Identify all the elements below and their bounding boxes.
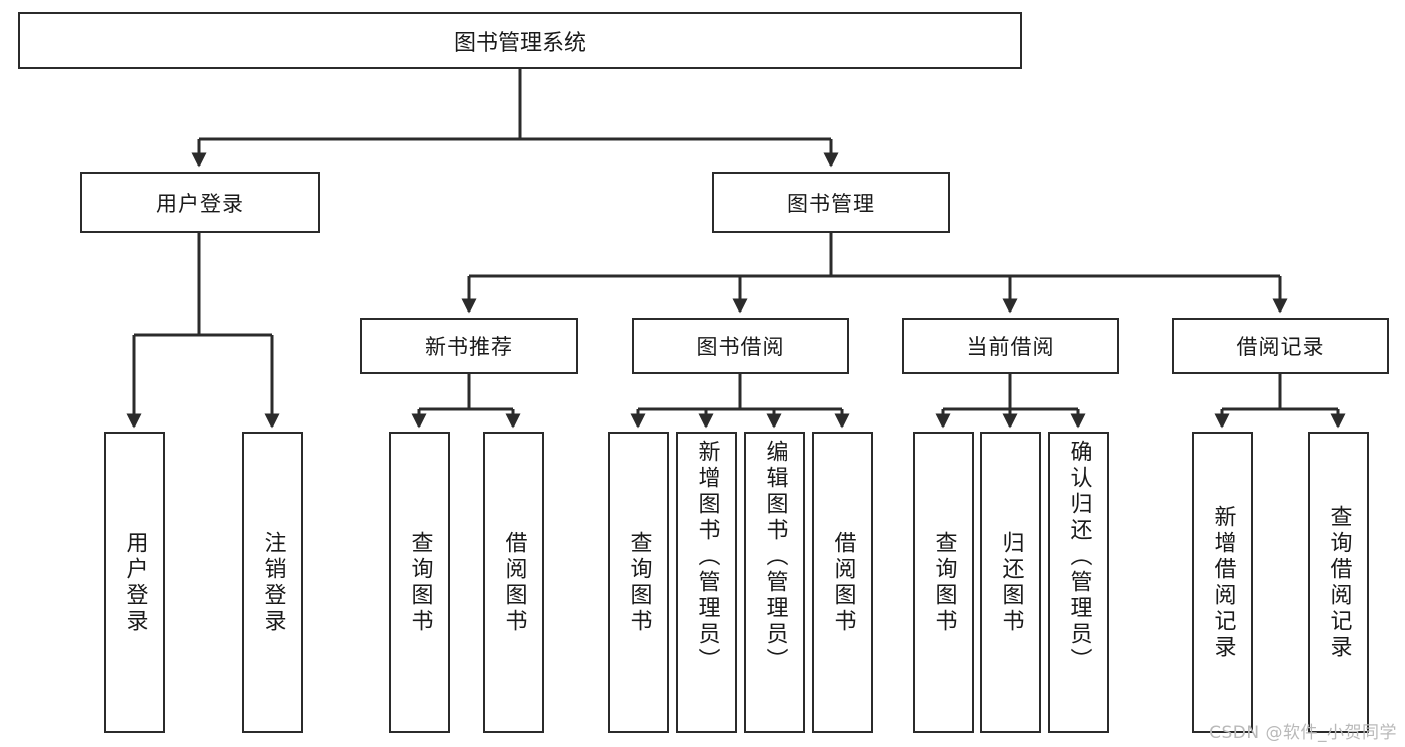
leaf-records-query-record[interactable]: 查询借阅记录 (1308, 432, 1369, 733)
leaf-current-query-book[interactable]: 查询图书 (913, 432, 974, 733)
leaf-borrow-query-book[interactable]: 查询图书 (608, 432, 669, 733)
node-current-borrow[interactable]: 当前借阅 (902, 318, 1119, 374)
node-book-borrow[interactable]: 图书借阅 (632, 318, 849, 374)
leaf-recommend-query-book[interactable]: 查询图书 (389, 432, 450, 733)
leaf-borrow-add-book-admin[interactable]: 新增图书（管理员） (676, 432, 737, 733)
leaf-borrow-borrow-book[interactable]: 借阅图书 (812, 432, 873, 733)
node-root-system[interactable]: 图书管理系统 (18, 12, 1022, 69)
node-user-login[interactable]: 用户登录 (80, 172, 320, 233)
node-new-book-recommend[interactable]: 新书推荐 (360, 318, 578, 374)
leaf-current-confirm-return-admin[interactable]: 确认归还（管理员） (1048, 432, 1109, 733)
leaf-records-add-record[interactable]: 新增借阅记录 (1192, 432, 1253, 733)
leaf-current-return-book[interactable]: 归还图书 (980, 432, 1041, 733)
leaf-user-login-logout[interactable]: 注销登录 (242, 432, 303, 733)
leaf-user-login-login[interactable]: 用户登录 (104, 432, 165, 733)
leaf-borrow-edit-book-admin[interactable]: 编辑图书（管理员） (744, 432, 805, 733)
node-borrow-records[interactable]: 借阅记录 (1172, 318, 1389, 374)
leaf-recommend-borrow-book[interactable]: 借阅图书 (483, 432, 544, 733)
node-book-management[interactable]: 图书管理 (712, 172, 950, 233)
